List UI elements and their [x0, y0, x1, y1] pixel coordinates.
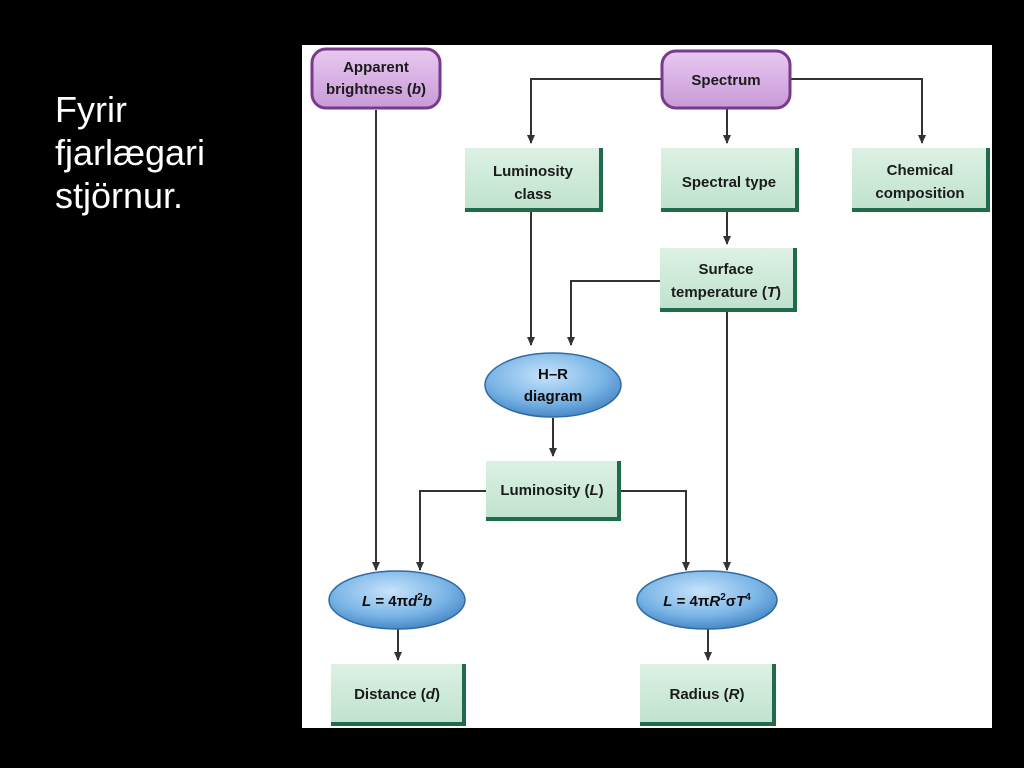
node-distance-formula: L = 4πd2b: [328, 570, 466, 630]
radius-formula-L: L: [663, 593, 672, 610]
node-radius: Radius (R): [640, 664, 776, 726]
spectrum-label: Spectrum: [691, 72, 760, 89]
distance-close: ): [435, 686, 440, 703]
apparent-brightness-close: ): [421, 81, 426, 98]
slide-title: Fyrir fjarlægari stjörnur.: [55, 88, 205, 217]
surface-temperature-line1: Surface: [698, 261, 753, 278]
slide-title-line-2: fjarlægari: [55, 132, 206, 173]
radius-formula-R: R: [709, 593, 720, 610]
node-apparent-brightness: Apparent brightness (b): [310, 47, 442, 110]
apparent-brightness-line2: brightness (: [326, 81, 412, 98]
node-spectrum: Spectrum: [660, 49, 792, 110]
distance-formula-d: d: [408, 593, 418, 610]
svg-text:Radius (R): Radius (R): [669, 686, 744, 703]
svg-text:L = 4πR2σT4: L = 4πR2σT4: [663, 592, 751, 610]
luminosity-class-line1: Luminosity: [493, 163, 574, 180]
surface-temperature-close: ): [776, 284, 781, 301]
node-surface-temperature: Surface temperature (T): [660, 248, 797, 312]
distance-formula-L: L: [362, 593, 371, 610]
distance-formula-exp: 2: [417, 592, 423, 603]
surface-temperature-line2: temperature (: [671, 284, 767, 301]
slide-title-line-1: Fyrir: [55, 89, 127, 130]
arrow-luminosity-to-radius-formula: [619, 490, 690, 571]
svg-text:L = 4πd2b: L = 4πd2b: [362, 592, 432, 610]
distance-formula-b: b: [423, 593, 432, 610]
radius-formula-exp1: 2: [720, 592, 726, 603]
svg-text:temperature (T): temperature (T): [671, 284, 781, 301]
arrow-luminosity-to-distance-formula: [416, 490, 487, 571]
arrow-surface-temp-to-hr: [567, 280, 661, 346]
radius-formula-T: T: [736, 593, 747, 610]
svg-text:Luminosity (L): Luminosity (L): [500, 482, 603, 499]
arrow-spectrum-to-luminosity-class: [527, 78, 662, 144]
connectors: [372, 78, 926, 661]
apparent-brightness-var: b: [412, 81, 421, 98]
radius-var: R: [729, 686, 740, 703]
radius-formula-sigma: σ: [726, 593, 736, 610]
spectral-type-label: Spectral type: [682, 174, 776, 191]
node-hr-diagram: H–R diagram: [484, 352, 622, 418]
svg-text:Distance (d): Distance (d): [354, 686, 440, 703]
radius-close: ): [740, 686, 745, 703]
slide-title-line-3: stjörnur.: [55, 175, 184, 216]
chemical-composition-line2: composition: [875, 185, 964, 202]
node-distance: Distance (d): [331, 664, 466, 726]
luminosity-class-line2: class: [514, 186, 552, 203]
radius-label: Radius (: [669, 686, 728, 703]
node-chemical-composition: Chemical composition: [852, 148, 990, 212]
svg-text:brightness (b): brightness (b): [326, 81, 426, 98]
hr-diagram-line2: diagram: [524, 388, 582, 405]
luminosity-close: ): [599, 482, 604, 499]
distance-label: Distance (: [354, 686, 426, 703]
radius-formula-eq: = 4π: [672, 593, 709, 610]
node-luminosity-class: Luminosity class: [465, 148, 603, 212]
node-spectral-type: Spectral type: [661, 148, 799, 212]
distance-formula-eq: = 4π: [371, 593, 408, 610]
hr-diagram-line1: H–R: [538, 366, 568, 383]
distance-var: d: [426, 686, 436, 703]
radius-formula-exp2: 4: [745, 592, 751, 603]
node-radius-formula: L = 4πR2σT4: [636, 570, 778, 630]
chemical-composition-line1: Chemical: [887, 162, 954, 179]
arrow-spectrum-to-chemical: [790, 78, 926, 144]
luminosity-label: Luminosity (: [500, 482, 589, 499]
surface-temperature-var: T: [767, 284, 778, 301]
apparent-brightness-line1: Apparent: [343, 59, 409, 76]
luminosity-var: L: [590, 482, 599, 499]
node-luminosity: Luminosity (L): [486, 461, 621, 521]
